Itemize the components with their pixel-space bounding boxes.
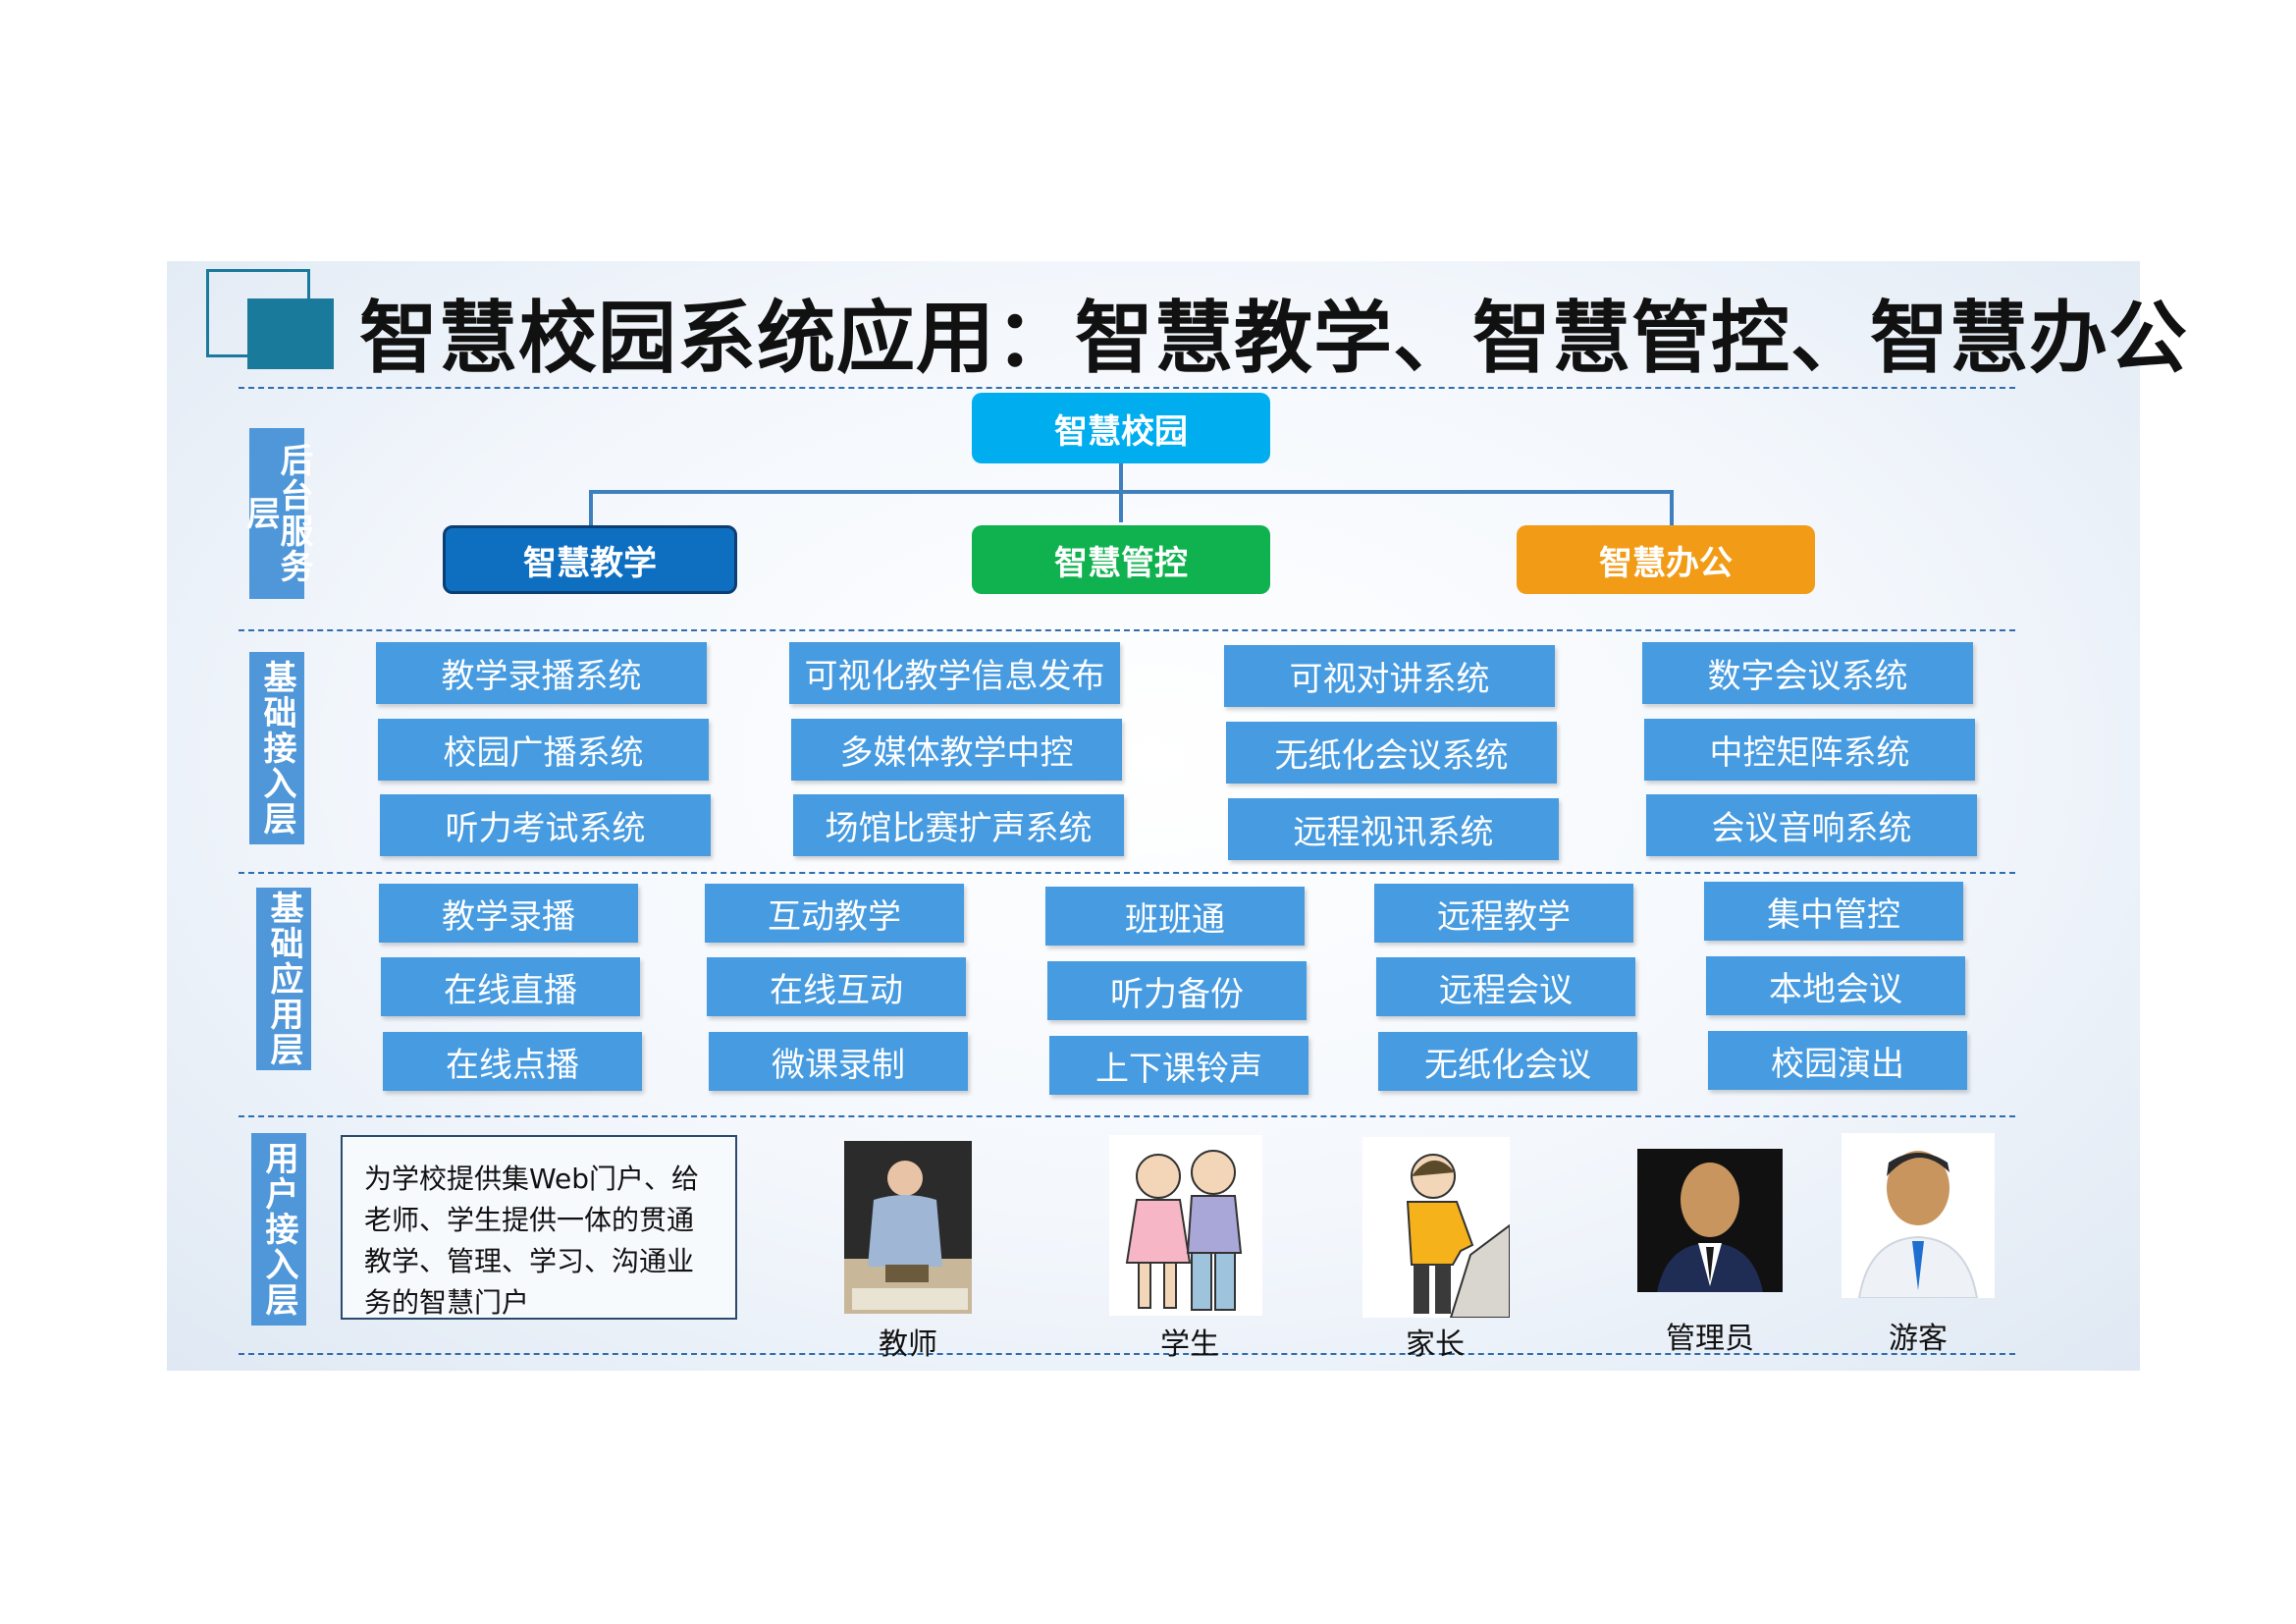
infra-system-box: 教学录播系统 (376, 642, 707, 704)
node-smart-office: 智慧办公 (1517, 525, 1815, 594)
layer-label-user: 用户接入层 (251, 1133, 306, 1326)
node-smart-control: 智慧管控 (972, 525, 1270, 594)
admin-icon (1637, 1149, 1783, 1292)
tree-connector (589, 490, 593, 525)
parent-icon (1362, 1137, 1510, 1318)
infra-system-box: 校园广播系统 (378, 719, 709, 781)
user-label-student: 学生 (1160, 1327, 1219, 1362)
tree-connector (1670, 490, 1674, 525)
infra-system-box: 远程视讯系统 (1228, 798, 1559, 860)
layer-label-infra: 基础接入层 (249, 652, 304, 844)
user-label-admin: 管理员 (1666, 1322, 1754, 1356)
teacher-icon (844, 1141, 972, 1314)
infra-system-box: 场馆比赛扩声系统 (793, 794, 1124, 856)
app-function-box: 本地会议 (1706, 956, 1965, 1015)
node-smart-teaching: 智慧教学 (443, 525, 737, 594)
user-label-visitor: 游客 (1889, 1322, 1948, 1356)
layer-label-backend: 后台服务层 (240, 428, 313, 599)
infra-system-box: 无纸化会议系统 (1226, 722, 1557, 784)
infra-system-box: 数字会议系统 (1642, 642, 1973, 704)
separator-line (239, 1353, 2015, 1355)
app-function-box: 教学录播 (379, 884, 638, 943)
app-function-box: 远程教学 (1374, 884, 1633, 943)
app-function-box: 远程会议 (1376, 957, 1635, 1016)
user-label-teacher: 教师 (879, 1327, 937, 1362)
app-function-box: 集中管控 (1704, 882, 1963, 941)
slide: 智慧校园系统应用：智慧教学、智慧管控、智慧办公 后台服务层 基础接入层 基础应用… (167, 261, 2187, 1371)
infra-system-box: 多媒体教学中控 (791, 719, 1122, 781)
infra-system-box: 可视化教学信息发布 (789, 642, 1120, 704)
app-function-box: 听力备份 (1047, 961, 1307, 1020)
app-function-box: 上下课铃声 (1049, 1036, 1308, 1095)
students-icon (1109, 1135, 1262, 1316)
app-function-box: 互动教学 (705, 884, 964, 943)
infra-system-box: 听力考试系统 (380, 794, 711, 856)
separator-line (239, 629, 2015, 631)
separator-line (239, 387, 2015, 389)
portal-description: 为学校提供集Web门户、给老师、学生提供一体的贯通教学、管理、学习、沟通业务的智… (341, 1135, 737, 1320)
tree-connector (589, 490, 1674, 494)
app-function-box: 班班通 (1045, 887, 1305, 946)
infra-system-box: 会议音响系统 (1646, 794, 1977, 856)
app-function-box: 校园演出 (1708, 1031, 1967, 1090)
app-function-box: 在线互动 (707, 957, 966, 1016)
separator-line (239, 872, 2015, 874)
header-decoration-fill (247, 298, 334, 369)
app-function-box: 无纸化会议 (1378, 1032, 1637, 1091)
app-function-box: 在线点播 (383, 1032, 642, 1091)
page-title: 智慧校园系统应用：智慧教学、智慧管控、智慧办公 (359, 293, 2188, 384)
layer-label-app: 基础应用层 (256, 888, 311, 1070)
separator-line (239, 1115, 2015, 1117)
app-function-box: 在线直播 (381, 957, 640, 1016)
infra-system-box: 可视对讲系统 (1224, 645, 1555, 707)
node-smart-campus: 智慧校园 (972, 393, 1270, 463)
visitor-icon (1842, 1133, 1995, 1298)
infra-system-box: 中控矩阵系统 (1644, 719, 1975, 781)
user-label-parent: 家长 (1406, 1327, 1465, 1362)
app-function-box: 微课录制 (709, 1032, 968, 1091)
